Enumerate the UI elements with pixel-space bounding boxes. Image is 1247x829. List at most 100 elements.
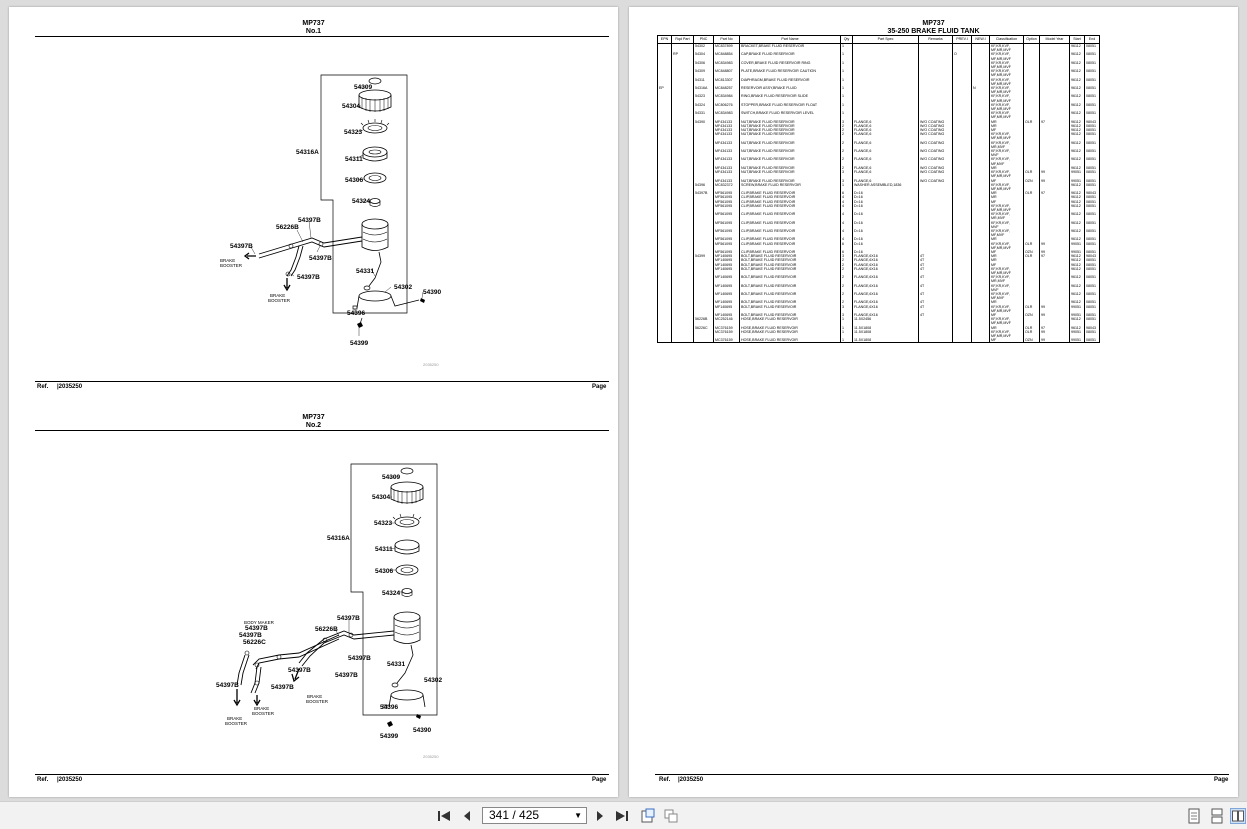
table-cell: [1084, 161, 1100, 166]
table-cell: 08051: [1084, 329, 1100, 335]
table-filler-cell: [739, 342, 841, 344]
table-row: MR,MVF: [657, 216, 1100, 221]
column-header: Part No: [713, 35, 740, 44]
table-cell: [1084, 296, 1100, 301]
fig2-title: No.2: [305, 422, 322, 429]
fig1-bottom-rule: [35, 381, 609, 382]
fig1-svg: 54309 54304 54323 54316A 54311 54306 543…: [220, 74, 441, 367]
table-cell: 08051: [1084, 313, 1100, 318]
table-cell: [1084, 334, 1100, 339]
table-cell: 08051: [1084, 266, 1100, 271]
table-cell: [1084, 65, 1100, 70]
table-filler-cell: [671, 342, 694, 344]
fig2-model: MP737: [302, 414, 325, 421]
table-cell: 08051: [1084, 283, 1100, 288]
table-cell: 08051: [1084, 212, 1100, 217]
fig2-label-54397B-f: 54397B: [335, 672, 358, 679]
fig2-label-54397B-d: 54397B: [348, 655, 371, 662]
fig2-label-54397B-e: 54397B: [288, 667, 311, 674]
fig1-label-54396: 54396: [347, 310, 365, 317]
page-number-display: 341 / 425: [489, 808, 540, 822]
fig1-model: MP737: [302, 20, 325, 27]
rotate-view-back-icon[interactable]: [663, 808, 679, 824]
table-cell: [1084, 270, 1100, 276]
table-cell: [1084, 224, 1100, 229]
column-header: End: [1084, 35, 1100, 44]
fig2-label-56226B: 56226B: [315, 626, 338, 633]
table-cell: 08051: [1084, 102, 1100, 108]
two-page-view-icon[interactable]: [1230, 808, 1246, 824]
fig1-top-rule: [35, 36, 609, 37]
table-row: MVF: [657, 287, 1100, 292]
first-page-icon[interactable]: [436, 808, 452, 824]
table-row: MF,MR,MVF: [657, 186, 1100, 192]
table-cell: [1084, 153, 1100, 158]
fig1-label-54304: 54304: [342, 103, 360, 110]
single-page-view-icon[interactable]: [1186, 808, 1202, 824]
table-cell: [1084, 73, 1100, 78]
table-cell: [1084, 115, 1100, 120]
fig1-label-54323: 54323: [344, 129, 362, 136]
continuous-view-icon[interactable]: [1209, 808, 1225, 824]
table-cell: 08051: [1084, 338, 1100, 343]
table-cell: [1084, 233, 1100, 238]
table-cell: 98043: [1084, 119, 1100, 124]
table-cell: [1084, 321, 1100, 326]
table-filler-cell: [971, 342, 990, 344]
table-cell: 08051: [1084, 199, 1100, 204]
page-dropdown-icon[interactable]: ▼: [574, 811, 582, 820]
table-row: MF,MR,MVF: [657, 65, 1100, 70]
fig2-label-54324: 54324: [382, 590, 400, 597]
fig1-label-54397B-bottom: 54397B: [297, 274, 320, 281]
table-cell: 08051: [1084, 182, 1100, 187]
last-page-icon[interactable]: [614, 808, 630, 824]
table-row: MF,MVF: [657, 296, 1100, 301]
fig1-label-54397B-left: 54397B: [230, 243, 253, 250]
fig1-ref-value: |2035250: [57, 384, 83, 390]
page-number-input[interactable]: 341 / 425 ▼: [482, 807, 587, 824]
fig2-brake-label-3: BRAKE: [227, 716, 242, 721]
table-cell: 08051: [1084, 149, 1100, 154]
fig2-label-54399: 54399: [380, 733, 398, 740]
previous-page-icon[interactable]: [459, 808, 475, 824]
fig1-label-54331: 54331: [356, 268, 374, 275]
table-cell: 08051: [1084, 178, 1100, 183]
column-header: Part Spec: [852, 35, 919, 44]
table-cell: 08051: [1084, 43, 1100, 49]
table-cell: [1084, 207, 1100, 213]
table-row: MF,MR,MVF: [657, 90, 1100, 95]
next-page-icon[interactable]: [592, 808, 608, 824]
fig2-booster-label-1: BOOSTER: [306, 699, 329, 704]
table-cell: 08051: [1084, 220, 1100, 225]
table-cell: 08051: [1084, 86, 1100, 91]
column-header: NEW.I: [971, 35, 990, 44]
rotate-view-icon[interactable]: [640, 808, 656, 824]
table-filler-cell: [1069, 342, 1085, 344]
table-cell: [1084, 81, 1100, 87]
table-row: MF,MR,MVF: [657, 245, 1100, 250]
fig2-label-54331: 54331: [387, 661, 405, 668]
fig1-ref-label: Ref.: [37, 384, 49, 390]
fig2-label-54323: 54323: [374, 520, 392, 527]
column-header: Start: [1069, 35, 1085, 44]
column-header: Rqd Part: [671, 35, 694, 44]
table-cell: 08051: [1084, 170, 1100, 175]
fig2-ref-value: |2035250: [57, 777, 83, 783]
table-cell: 98043: [1084, 191, 1100, 196]
